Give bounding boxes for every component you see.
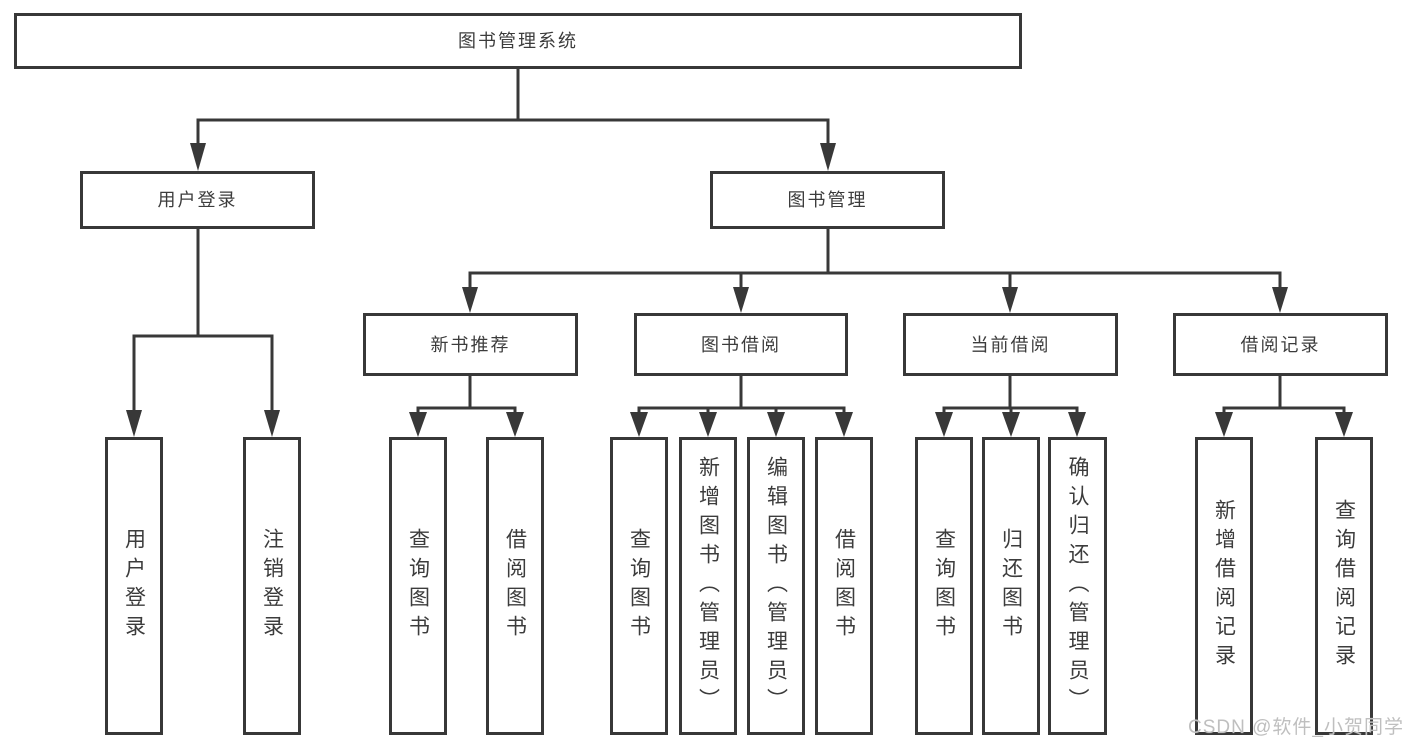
node-borrowing-records-label: 借阅记录 bbox=[1240, 334, 1321, 355]
leaf-return-books: 归还图书 bbox=[982, 437, 1040, 735]
leaf-user-login-label: 用户登录 bbox=[122, 528, 146, 644]
leaf-return-books-label: 归还图书 bbox=[999, 528, 1023, 644]
leaf-add-borrow-record: 新增借阅记录 bbox=[1195, 437, 1253, 735]
node-book-management: 图书管理 bbox=[710, 171, 945, 229]
leaf-borrowing-query-books: 查询图书 bbox=[610, 437, 668, 735]
node-borrowing-records: 借阅记录 bbox=[1173, 313, 1388, 376]
leaf-recommend-query-books: 查询图书 bbox=[389, 437, 447, 735]
leaf-current-query-books: 查询图书 bbox=[915, 437, 973, 735]
leaf-user-login: 用户登录 bbox=[105, 437, 163, 735]
leaf-recommend-query-books-label: 查询图书 bbox=[406, 528, 430, 644]
leaf-add-books-admin: 新增图书（管理员） bbox=[679, 437, 737, 735]
node-new-book-recommend-label: 新书推荐 bbox=[430, 334, 511, 355]
leaf-confirm-return-admin-label: 确认归还（管理员） bbox=[1066, 455, 1089, 717]
node-book-borrowing-label: 图书借阅 bbox=[701, 334, 781, 355]
leaf-query-borrow-record-label: 查询借阅记录 bbox=[1332, 499, 1356, 673]
leaf-borrowing-borrow-books: 借阅图书 bbox=[815, 437, 873, 735]
leaf-add-books-admin-label: 新增图书（管理员） bbox=[696, 455, 720, 717]
leaf-borrowing-borrow-books-label: 借阅图书 bbox=[832, 528, 856, 644]
leaf-recommend-borrow-books-label: 借阅图书 bbox=[503, 528, 527, 644]
leaf-edit-books-admin: 编辑图书（管理员） bbox=[747, 437, 805, 735]
node-book-borrowing: 图书借阅 bbox=[634, 313, 848, 376]
node-user-login: 用户登录 bbox=[80, 171, 315, 229]
leaf-query-borrow-record: 查询借阅记录 bbox=[1315, 437, 1373, 735]
leaf-recommend-borrow-books: 借阅图书 bbox=[486, 437, 544, 735]
node-user-login-label: 用户登录 bbox=[157, 190, 238, 210]
leaf-confirm-return-admin: 确认归还（管理员） bbox=[1048, 437, 1107, 735]
leaf-logout: 注销登录 bbox=[243, 437, 301, 735]
node-current-borrowing: 当前借阅 bbox=[903, 313, 1118, 376]
leaf-current-query-books-label: 查询图书 bbox=[932, 528, 956, 644]
leaf-logout-label: 注销登录 bbox=[260, 528, 284, 644]
node-current-borrowing-label: 当前借阅 bbox=[970, 334, 1051, 355]
node-library-system-label: 图书管理系统 bbox=[458, 31, 578, 51]
leaf-edit-books-admin-label: 编辑图书（管理员） bbox=[764, 455, 788, 717]
leaf-add-borrow-record-label: 新增借阅记录 bbox=[1212, 499, 1236, 673]
leaf-borrowing-query-books-label: 查询图书 bbox=[627, 528, 651, 644]
csdn-watermark: CSDN @软件_小贺同学 bbox=[1188, 717, 1404, 738]
node-book-management-label: 图书管理 bbox=[787, 190, 868, 210]
node-library-system: 图书管理系统 bbox=[14, 13, 1022, 69]
node-new-book-recommend: 新书推荐 bbox=[363, 313, 578, 376]
